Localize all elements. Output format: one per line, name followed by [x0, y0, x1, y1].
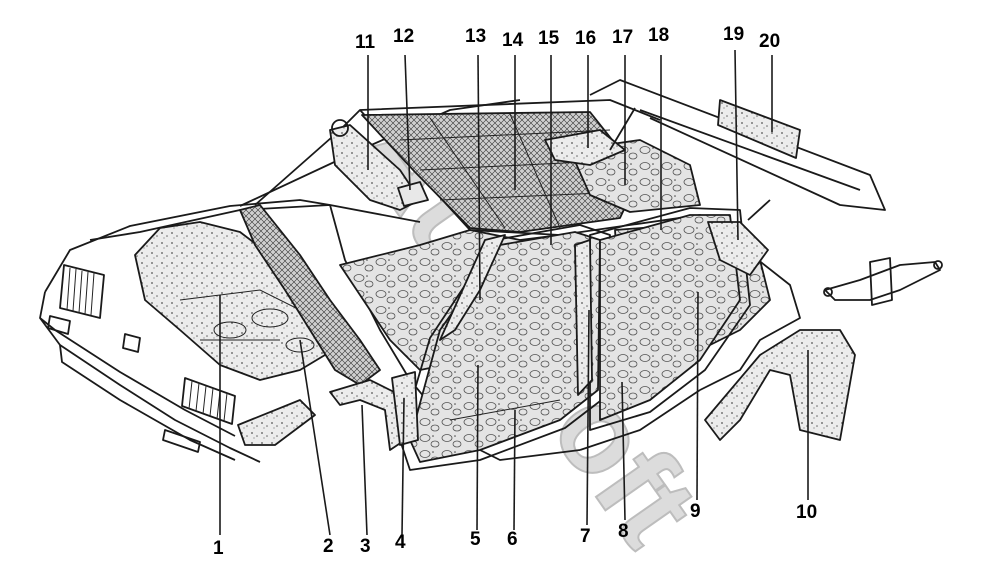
callout-9: 9: [690, 501, 701, 522]
callout-4: 4: [395, 532, 406, 553]
rear-door-seal: [589, 207, 751, 431]
leader-7: [586, 309, 590, 526]
leader-13: [477, 54, 481, 301]
callout-17: 17: [612, 27, 633, 48]
mud-flap: [391, 371, 419, 446]
leader-6: [513, 409, 516, 531]
a-pillar-trim: [439, 234, 506, 341]
callout-labels: 1 2 3 4 5 6 7 8 9 10 11 12 13 14 15 16 1…: [213, 24, 817, 559]
callout-18: 18: [648, 25, 669, 46]
firewall-insulation: [239, 204, 381, 386]
trunk-lid-pad: [717, 99, 801, 159]
callout-7: 7: [580, 526, 591, 547]
trunk-strut: [747, 199, 771, 221]
leader-2: [299, 339, 331, 536]
callout-11: 11: [355, 32, 376, 53]
callout-13: 13: [465, 26, 486, 47]
parcel-shelf: [544, 129, 626, 166]
right-grille: [181, 377, 236, 425]
callout-5: 5: [470, 529, 481, 550]
left-grille: [59, 264, 105, 319]
callout-2: 2: [323, 536, 334, 557]
callout-19: 19: [723, 24, 744, 45]
callout-8: 8: [618, 521, 629, 542]
cowl-pad: [329, 119, 429, 211]
leader-9: [696, 291, 699, 501]
leader-4: [401, 397, 405, 536]
leader-12: [404, 54, 411, 191]
leader-lines: [219, 49, 809, 536]
leader-3: [361, 404, 368, 536]
callout-15: 15: [538, 28, 560, 49]
callout-20: 20: [759, 31, 780, 52]
callout-12: 12: [393, 26, 414, 47]
callout-10: 10: [796, 502, 817, 523]
front-bracket: [237, 399, 316, 446]
leader-19: [734, 49, 739, 241]
callout-16: 16: [575, 28, 596, 49]
callout-3: 3: [360, 536, 371, 557]
fog-lamp: [162, 429, 201, 453]
jack: [823, 257, 943, 306]
front-door-seal: [399, 224, 611, 471]
shelf-strut: [609, 107, 636, 151]
front-wheel-arch-liner: [329, 379, 406, 451]
leader-5: [476, 364, 479, 531]
left-lamp: [47, 315, 71, 335]
rear-quarter-pad: [707, 221, 769, 276]
callout-1: 1: [213, 538, 224, 559]
leader-8: [621, 381, 626, 521]
b-pillar-trim: [574, 239, 593, 396]
badge: [122, 333, 141, 353]
callout-6: 6: [507, 529, 518, 550]
callout-14: 14: [502, 30, 524, 51]
rear-wheel-arch-liner: [704, 329, 856, 441]
